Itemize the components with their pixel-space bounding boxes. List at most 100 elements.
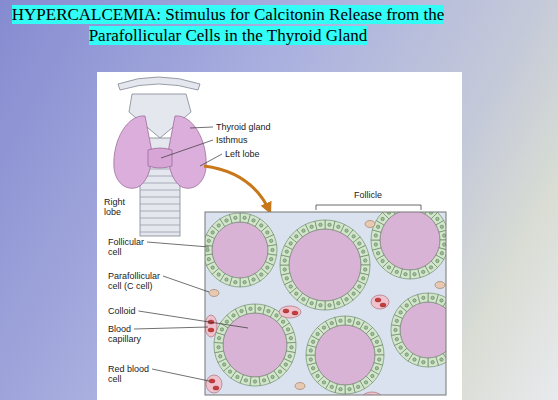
cell-nucleus — [285, 277, 288, 280]
cell-nucleus — [328, 223, 331, 226]
structure-label: Follicle — [354, 190, 382, 200]
cell-nucleus — [364, 259, 367, 262]
cell-nucleus — [252, 219, 255, 222]
cell-nucleus — [374, 234, 377, 237]
cell-nucleus — [219, 355, 222, 358]
cell-nucleus — [222, 363, 225, 366]
cell-nucleus — [328, 304, 331, 307]
cell-nucleus — [302, 229, 305, 232]
cell-nucleus — [399, 311, 402, 314]
blood-capillary — [205, 315, 217, 337]
hyoid-bone — [118, 77, 200, 90]
cell-nucleus — [271, 248, 274, 251]
follicular-cell — [428, 357, 438, 367]
red-blood-cell — [292, 311, 298, 315]
cell-nucleus — [225, 320, 228, 323]
follicular-cell — [306, 355, 316, 365]
cell-nucleus — [352, 292, 355, 295]
cell-nucleus — [289, 285, 292, 288]
left-lobe-shape — [168, 116, 206, 188]
cell-nucleus — [252, 278, 255, 281]
cell-nucleus — [310, 302, 313, 305]
cell-nucleus — [217, 336, 220, 339]
cell-nucleus — [362, 250, 365, 253]
follicular-cell — [205, 254, 215, 265]
follicle-bracket — [316, 205, 421, 210]
cell-nucleus — [381, 259, 384, 262]
follicular-cell — [418, 293, 428, 303]
parafollicular-cell — [209, 290, 219, 297]
cell-nucleus — [364, 268, 367, 271]
cell-nucleus — [260, 224, 263, 227]
cell-nucleus — [436, 259, 439, 262]
cell-nucleus — [352, 235, 355, 238]
follicular-cell — [382, 212, 395, 219]
follicle — [371, 212, 446, 279]
blood-capillary — [206, 375, 222, 393]
parafollicular-cell — [365, 221, 375, 228]
cell-nucleus — [339, 388, 342, 391]
cell-nucleus — [258, 307, 261, 310]
cell-nucleus — [413, 299, 416, 302]
follicle — [391, 293, 446, 367]
cell-nucleus — [376, 225, 379, 228]
follicular-cell — [410, 269, 420, 279]
cell-nucleus — [422, 270, 425, 273]
part-label: Thyroid gland — [216, 122, 271, 132]
zoom-frame — [205, 212, 446, 395]
red-blood-cell — [213, 386, 219, 390]
follicular-cell — [371, 240, 381, 250]
trachea-ring — [140, 183, 180, 184]
cell-label: Red blood cell — [108, 364, 154, 384]
leader-line — [190, 127, 213, 128]
cell-nucleus — [260, 273, 263, 276]
cell-label: Follicular cell — [108, 237, 154, 257]
cell-nucleus — [266, 231, 269, 234]
cell-nucleus — [364, 381, 367, 384]
cell-nucleus — [225, 278, 228, 281]
cell-nucleus — [286, 328, 289, 331]
follicular-cell — [215, 351, 226, 362]
cell-nucleus — [440, 225, 443, 228]
cell-nucleus — [330, 385, 333, 388]
cell-nucleus — [310, 225, 313, 228]
cell-nucleus — [345, 298, 348, 301]
cell-nucleus — [348, 319, 351, 322]
cell-nucleus — [413, 273, 416, 276]
cell-nucleus — [316, 332, 319, 335]
trachea-ring — [140, 204, 180, 205]
cell-nucleus — [207, 257, 210, 260]
follicular-cell — [240, 277, 250, 287]
cell-nucleus — [311, 367, 314, 370]
cell-nucleus — [405, 304, 408, 307]
blood-capillary — [279, 306, 301, 318]
follicular-cell — [280, 265, 290, 275]
follicular-cell — [259, 375, 270, 386]
red-blood-cell — [380, 303, 386, 307]
structure-label: Colloid — [108, 306, 136, 316]
follicular-cell — [335, 316, 345, 326]
cell-nucleus — [234, 216, 237, 219]
cell-nucleus — [225, 219, 228, 222]
leader-lines — [134, 127, 248, 381]
cell-nucleus — [249, 307, 252, 310]
follicular-cell — [391, 325, 400, 336]
cell-nucleus — [240, 309, 243, 312]
cell-nucleus — [283, 259, 286, 262]
cell-nucleus — [358, 242, 361, 245]
cell-nucleus — [311, 340, 314, 343]
trachea-ring — [140, 218, 180, 219]
cell-nucleus — [207, 239, 210, 242]
cell-nucleus — [295, 292, 298, 295]
capillaries — [205, 221, 445, 396]
cell-nucleus — [440, 358, 443, 361]
structure-label: Blood capillary — [108, 324, 154, 344]
parafollicular-cell — [295, 383, 305, 390]
cell-nucleus — [217, 346, 220, 349]
part-label: Isthmus — [216, 135, 248, 145]
cell-nucleus — [211, 231, 214, 234]
cell-nucleus — [404, 273, 407, 276]
cell-label: Parafollicular cell (C cell) — [108, 271, 170, 291]
cell-nucleus — [269, 239, 272, 242]
zoom-arrow — [204, 166, 270, 212]
